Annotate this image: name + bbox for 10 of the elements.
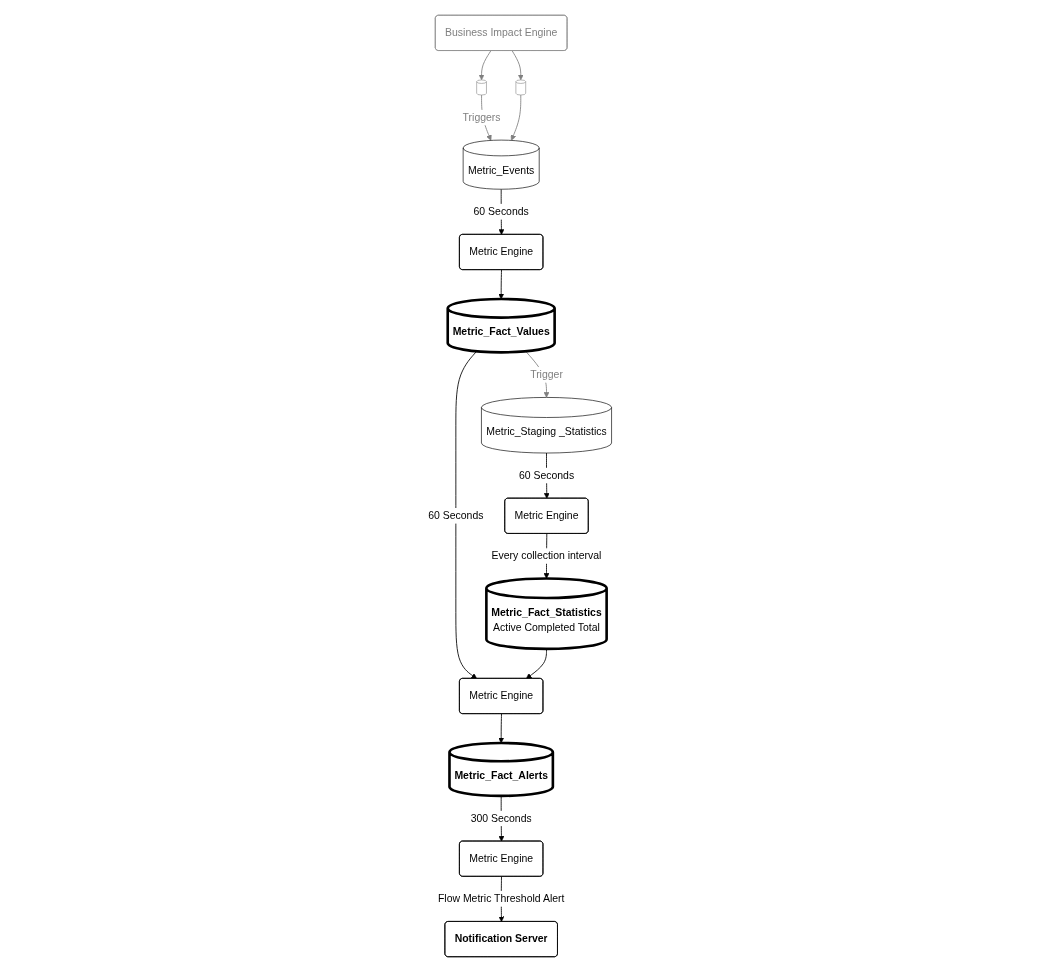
edge-label: 60 Seconds bbox=[518, 469, 574, 481]
edge-label: 60 Seconds bbox=[473, 205, 529, 218]
edge-label: Triggers bbox=[462, 111, 501, 123]
edge-label: Trigger bbox=[529, 369, 563, 381]
edge-label: 60 Seconds bbox=[427, 509, 484, 522]
node-cylinder bbox=[475, 79, 487, 96]
edge-label: Every collection interval bbox=[491, 550, 602, 562]
edge-label: Flow Metric Threshold Alert bbox=[437, 893, 565, 905]
edge-label: 300 Seconds bbox=[470, 812, 532, 824]
node-cylinder bbox=[515, 79, 526, 96]
